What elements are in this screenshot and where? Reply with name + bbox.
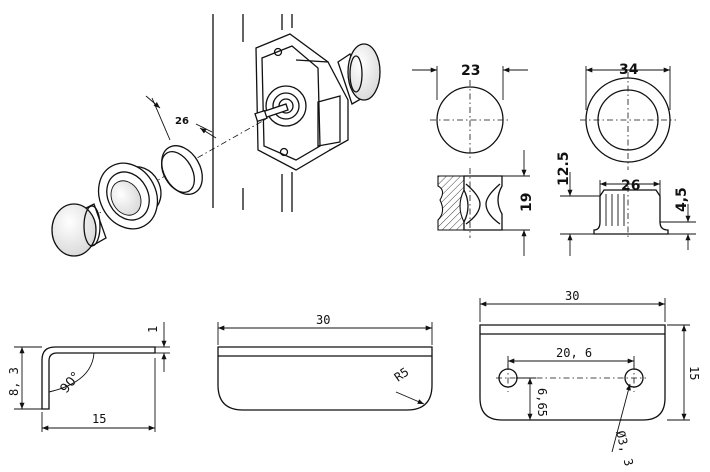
rosette-outer-diameter-label: 34 [619,62,639,78]
bracket-angle-label: 90° [58,369,84,396]
strike-plate-side [217,346,433,411]
lock-body [254,33,349,171]
strike-front-length-label: 30 [565,289,579,303]
rear-knob [337,43,381,105]
exploded-pictorial-view: 26 [51,14,381,257]
bracket-thickness-label: 1 [146,326,160,333]
knob-detail: 23 19 [412,63,535,256]
angle-bracket-view: 90° 8, 3 1 15 [7,322,170,432]
assembly-axis [79,117,269,225]
strike-plate-front-view: 30 20, 6 6,65 15 Ø3, 3 [479,289,701,468]
rosette-height-label: 12.5 [556,151,572,186]
front-rosette [97,162,162,230]
gap-label: 26 [175,116,189,127]
knob-section-view [437,175,503,231]
knob-diameter-label: 23 [461,63,480,79]
bracket-height-label: 8, 3 [7,367,21,396]
gap-dimension: 26 [145,95,217,141]
strike-front-height-label: 15 [687,366,701,380]
strike-side-radius-label: R5 [392,365,412,385]
angle-bracket [41,346,156,410]
bracket-length-label: 15 [92,412,106,426]
hole-offset-label: 6,65 [535,388,549,417]
front-knob [51,203,107,257]
rosette-inner-diameter-label: 26 [621,178,640,194]
hole-spacing-label: 20, 6 [556,346,592,360]
strike-plate-side-view: 30 R5 [217,313,433,411]
strike-side-length-label: 30 [316,313,330,327]
hole-diameter-label: Ø3, 3 [613,429,636,468]
rosette-collar-label: 4,5 [674,187,690,212]
door-panel [212,14,293,212]
rosette-disk [160,145,203,195]
rosette-detail: 34 26 12.5 4,5 [556,62,696,256]
knob-height-label: 19 [519,193,535,212]
rosette-side-view [593,189,669,235]
strike-plate-front [479,324,666,421]
